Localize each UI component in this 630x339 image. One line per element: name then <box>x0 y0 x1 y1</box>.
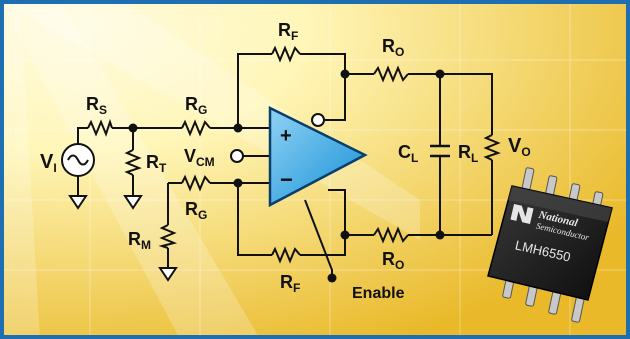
label-rf-top: RF <box>278 20 298 43</box>
resistor-rs <box>87 118 113 137</box>
label-ro-bottom: RO <box>382 249 404 272</box>
label-rf-bottom: RF <box>280 272 300 295</box>
label-rg-bottom: RG <box>185 199 207 222</box>
ground-icon <box>123 195 143 210</box>
resistor-rt <box>124 149 142 176</box>
resistors <box>87 45 501 264</box>
open-terminals <box>230 113 325 163</box>
grounds <box>68 195 178 282</box>
chip-lmh6550: National Semiconductor LMH6550 <box>487 167 613 323</box>
national-logo-icon <box>510 203 534 225</box>
label-rs: RS <box>86 94 107 117</box>
sine-wave-icon <box>67 154 89 166</box>
label-vcm: VCM <box>184 146 215 169</box>
resistor-ro-top <box>373 65 409 83</box>
ground-icon <box>68 195 88 210</box>
resistor-rl <box>483 134 501 161</box>
op-amp: + − <box>268 105 368 208</box>
capacitor-cl <box>430 144 450 158</box>
op-amp-plus-label: + <box>280 125 292 147</box>
resistor-rm <box>158 224 178 249</box>
resistor-ro-bottom <box>373 226 409 244</box>
label-rl: RL <box>458 142 478 165</box>
op-amp-minus-label: − <box>280 167 293 192</box>
ground-icon <box>158 267 178 282</box>
label-ro-top: RO <box>382 36 404 59</box>
vcm-terminal <box>230 149 244 163</box>
voltage-source-vi <box>61 143 95 177</box>
resistor-rg-bottom <box>181 174 211 192</box>
output-plus-terminal <box>311 113 325 127</box>
label-cl: CL <box>398 142 418 165</box>
resistor-rf-top <box>271 45 301 63</box>
label-vo: VO <box>508 135 531 159</box>
label-rm: RM <box>128 229 151 252</box>
label-vi: VI <box>40 151 57 175</box>
resistor-rf-bottom <box>271 246 301 264</box>
label-enable: Enable <box>352 285 405 302</box>
labels: RS RG RF RO VI RT VCM CL RL VO RG RM RO … <box>40 20 531 302</box>
label-rt: RT <box>146 152 167 175</box>
resistor-rg-top <box>181 119 211 137</box>
label-rg-top: RG <box>185 94 207 117</box>
junction-dots <box>128 69 445 283</box>
wires <box>77 53 493 278</box>
